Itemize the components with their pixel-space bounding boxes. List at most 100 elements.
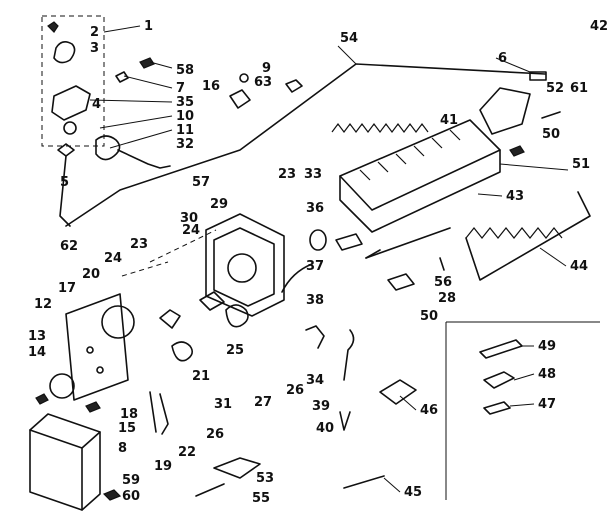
callout-12: 12	[34, 297, 52, 312]
callout-24a: 24	[104, 251, 122, 266]
part-cover-outline	[29, 413, 101, 511]
callout-35: 35	[176, 95, 194, 110]
callout-21: 21	[192, 369, 210, 384]
part-clip-63	[285, 79, 303, 93]
small-hardware-top	[115, 57, 303, 109]
leader-45	[383, 477, 401, 493]
bracket-outline-dashed	[41, 15, 105, 147]
part-nut-48	[483, 371, 515, 389]
callout-8: 8	[118, 441, 127, 456]
callout-26a: 26	[286, 383, 304, 398]
callout-23a: 23	[278, 167, 296, 182]
part-screw-15	[85, 401, 101, 413]
callout-11: 11	[176, 123, 194, 138]
part-hole	[86, 346, 94, 354]
leader-dashed-24-30	[149, 229, 217, 263]
callout-16: 16	[202, 79, 220, 94]
callout-49: 49	[538, 339, 556, 354]
part-support-24	[199, 291, 225, 311]
callout-9: 9	[262, 61, 271, 76]
leader-dashed-23-24	[121, 261, 169, 277]
ice-mold-assembly	[331, 119, 501, 233]
callout-51: 51	[572, 157, 590, 172]
part-tube	[59, 155, 71, 227]
part-lever-38	[305, 325, 325, 349]
part-screw-47	[483, 401, 511, 415]
callout-38: 38	[306, 293, 324, 308]
part-gear-25	[225, 304, 249, 328]
callout-27: 27	[254, 395, 272, 410]
part-bracket-46	[379, 379, 417, 405]
callout-52: 52	[546, 81, 564, 96]
callout-36: 36	[306, 201, 324, 216]
part-screw-56	[439, 257, 445, 271]
part-housing-inner	[213, 227, 275, 307]
motor-housing-33	[205, 213, 285, 317]
part-shaft	[335, 233, 363, 251]
part-nut-5	[57, 143, 75, 157]
callout-41: 41	[440, 113, 458, 128]
callout-26b: 26	[206, 427, 224, 442]
part-washer	[63, 121, 77, 135]
water-valve-bracket-group	[41, 15, 171, 227]
switch-and-parts-center	[102, 257, 445, 501]
part-stripper-41	[331, 123, 429, 133]
callout-leaders	[89, 25, 569, 493]
part-housing-face	[205, 213, 285, 317]
callout-33: 33	[304, 167, 322, 182]
part-arm-54	[65, 63, 546, 227]
callout-28: 28	[438, 291, 456, 306]
callout-42: 42	[590, 19, 608, 34]
callout-62: 62	[60, 239, 78, 254]
leader-11	[109, 129, 173, 149]
leader-58	[149, 61, 173, 69]
callout-31: 31	[214, 397, 232, 412]
callout-45: 45	[404, 485, 422, 500]
part-fill-cup-52	[479, 87, 531, 135]
callout-13: 13	[28, 329, 46, 344]
part-clip-3	[53, 40, 76, 64]
part-screw-50	[509, 145, 525, 157]
part-cover-8	[29, 413, 101, 511]
part-wire-45	[343, 475, 385, 489]
callout-56: 56	[434, 275, 452, 290]
callout-4: 4	[92, 97, 101, 112]
part-ejector-44	[465, 227, 563, 239]
part-tube-32	[117, 149, 171, 169]
part-ejector-body	[465, 191, 591, 281]
inset-parts-47-49	[445, 321, 600, 500]
callout-22: 22	[178, 445, 196, 460]
part-wire-37	[281, 263, 313, 293]
part-hole-2	[96, 366, 104, 374]
leader-6	[495, 57, 531, 73]
part-wire-55	[195, 483, 225, 497]
part-screw-2	[47, 21, 59, 33]
leader-51	[499, 163, 569, 171]
leader-1	[103, 25, 141, 33]
callout-17: 17	[58, 281, 76, 296]
callout-30: 30	[180, 211, 198, 226]
part-cam-21	[171, 341, 194, 362]
part-plate-12	[65, 293, 129, 401]
part-harness-53	[213, 457, 261, 479]
part-spring-19	[149, 391, 157, 433]
part-clip-28	[387, 273, 415, 291]
callout-50a: 50	[542, 127, 560, 142]
callout-39: 39	[312, 399, 330, 414]
part-fitting-11	[95, 135, 121, 161]
part-motor-17	[101, 305, 135, 339]
leader-47	[509, 403, 535, 407]
callout-59: 59	[122, 473, 140, 488]
part-bracket-4	[51, 85, 91, 121]
part-gear-hub	[227, 253, 257, 283]
callout-61: 61	[570, 81, 588, 96]
part-cover-edge-2	[81, 431, 101, 449]
leader-44	[539, 247, 567, 267]
leader-7	[123, 75, 173, 89]
callout-43: 43	[506, 189, 524, 204]
callout-37: 37	[306, 259, 324, 274]
control-module	[65, 293, 135, 401]
callout-18: 18	[120, 407, 138, 422]
callout-10: 10	[176, 109, 194, 124]
callout-1: 1	[144, 19, 153, 34]
